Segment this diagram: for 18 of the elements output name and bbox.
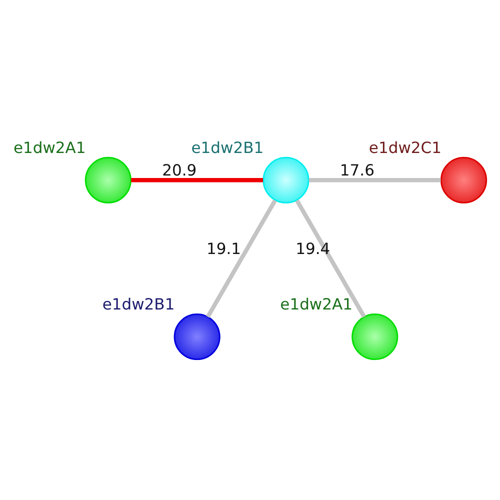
edge-label: 20.9 (162, 162, 197, 180)
connector (308, 178, 441, 182)
node-label: e1dw2A1 (13, 139, 86, 158)
connector (295, 199, 366, 318)
node-circle (352, 314, 398, 360)
edge-label: 19.1 (206, 240, 242, 258)
connector (131, 178, 263, 182)
edge-label: 19.4 (296, 240, 330, 258)
node-label: e1dw2C1 (368, 139, 442, 158)
connector (206, 199, 277, 318)
node-circle (84, 156, 132, 204)
node-label: e1dw2B1 (191, 139, 264, 158)
edge-label: 17.6 (340, 162, 374, 180)
node-circle (440, 156, 488, 204)
node-circle (174, 314, 220, 360)
node-label: e1dw2B1 (102, 296, 175, 314)
node-label: e1dw2A1 (280, 296, 352, 314)
node-circle (262, 156, 310, 204)
